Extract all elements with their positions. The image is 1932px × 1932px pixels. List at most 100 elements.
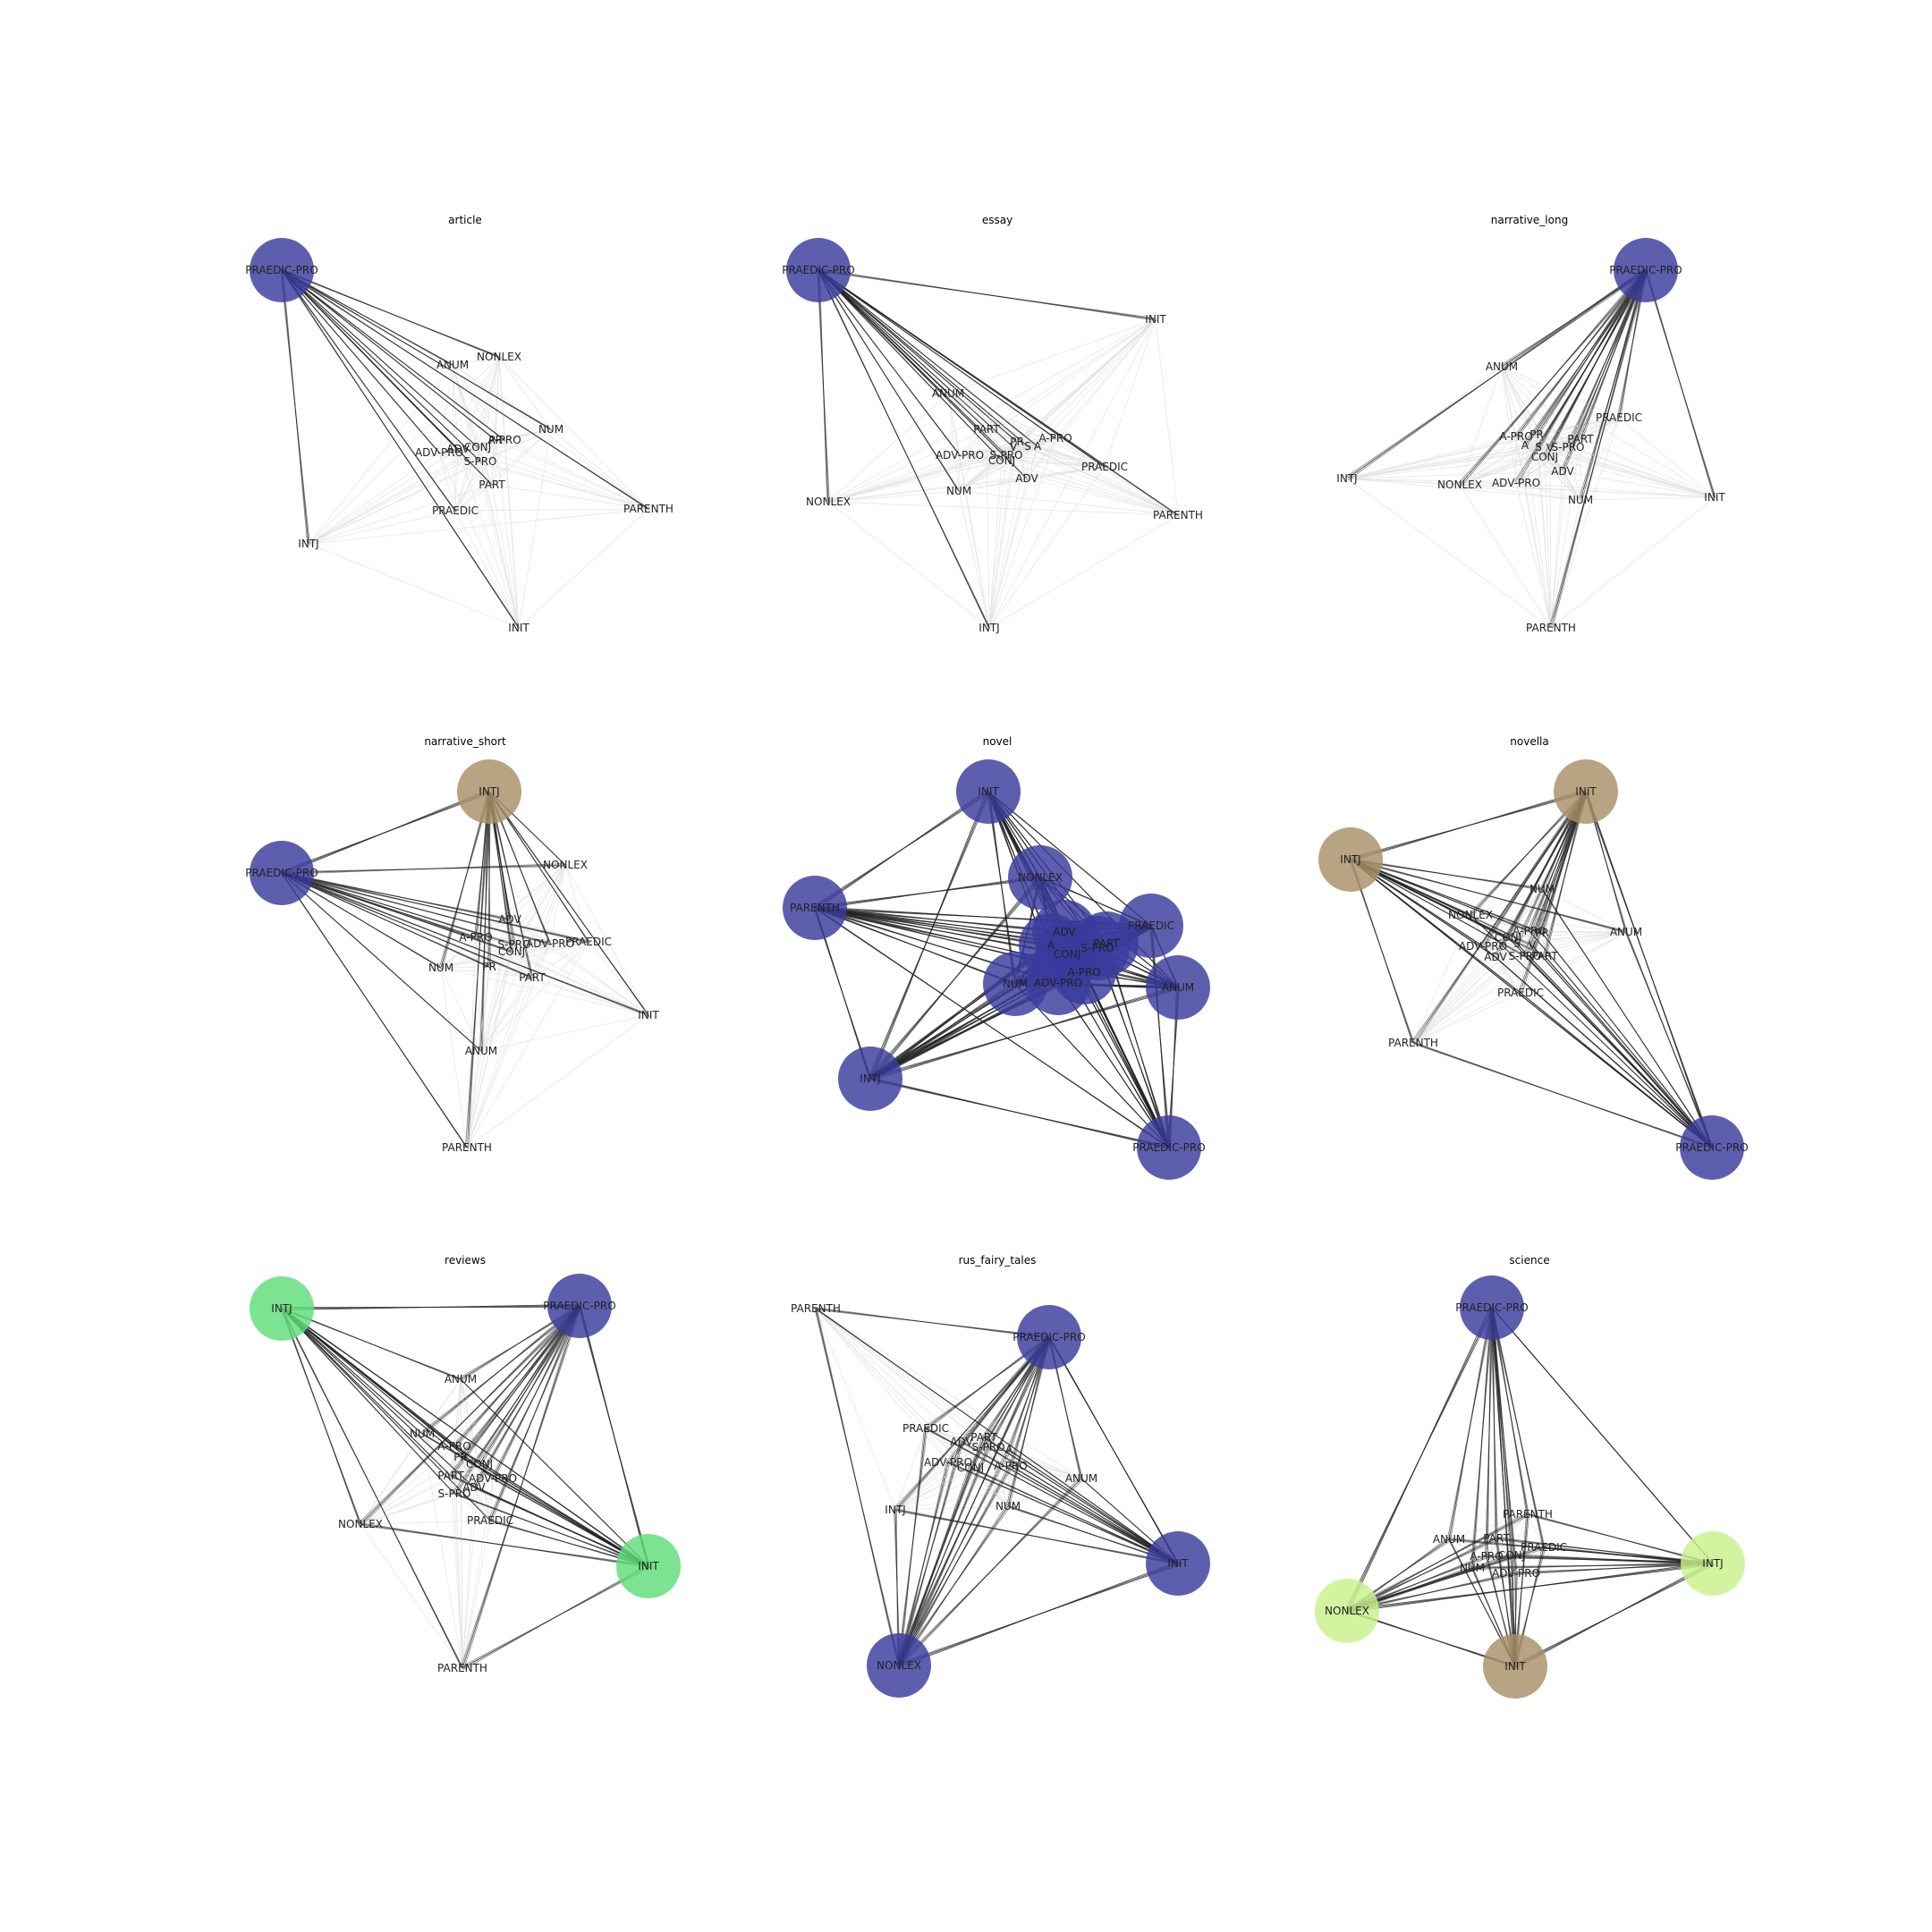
edge [819,271,958,490]
edge [1013,437,1056,448]
node-label-anum: ANUM [1610,926,1642,938]
node-label-anum: ANUM [465,1045,497,1057]
edge [1580,496,1716,501]
edge [947,393,1014,448]
edge [947,393,1056,439]
edge [453,1493,491,1521]
edge [986,318,1157,430]
edge [1550,446,1569,629]
edge [1516,888,1543,945]
node-circle-nonlex [1315,1579,1379,1643]
edge [489,1478,494,1521]
edge [509,864,566,920]
edge [513,941,589,945]
node-label-num: NUM [996,1500,1021,1513]
edge [894,1338,1051,1509]
edge [452,364,505,441]
node-circle-intj [250,1276,314,1341]
node-label-praedic-pro: PRAEDIC-PRO [543,1300,615,1312]
edge [452,356,500,366]
edge [1352,860,1544,955]
edge [1459,434,1538,486]
edge [1515,482,1581,501]
edge [440,967,468,1148]
edge [454,439,496,512]
edge [819,271,988,627]
edge [449,1307,581,1475]
edge [1026,318,1157,479]
node-label-adv: ADV [1053,926,1076,938]
edge [1541,931,1627,934]
edge [438,452,649,510]
node-label-init: INIT [1145,313,1166,326]
node-label-pr: PR [488,434,503,446]
panel-title: reviews [445,1254,486,1267]
edge [827,454,1007,503]
edge [1412,914,1471,1044]
edge [421,1433,475,1488]
edge [488,864,566,968]
node-label-num: NUM [428,962,453,974]
edge [359,1307,581,1523]
node-label-praedic: PRAEDIC [1128,919,1174,932]
edge [1523,954,1714,1149]
edge [814,1307,901,1667]
edge [947,393,1106,468]
edge [308,356,500,545]
edges [814,1307,1180,1667]
node-label-adv-pro: ADV-PRO [1492,477,1540,489]
edge [454,448,459,512]
node-label-anum: ANUM [932,387,964,400]
edge [488,966,649,1016]
edge [959,454,1179,516]
edge [450,1475,494,1479]
edge [894,1462,949,1511]
edge [283,271,648,508]
edge [959,454,1028,479]
edge [1459,445,1526,486]
edge [988,445,1029,629]
edge [1485,1309,1494,1555]
edge [1346,478,1552,629]
edge [477,439,505,448]
node-label-init: INIT [1504,1660,1526,1673]
edge [283,863,564,875]
node-label-anum: ANUM [1065,1472,1097,1485]
edge [531,864,566,979]
edge [1352,860,1625,931]
edge [491,439,496,486]
edge [1543,954,1714,1149]
node-label-adv: ADV [446,443,470,455]
edge [462,1463,480,1669]
edge [1016,441,1028,479]
edge [1352,860,1412,1042]
edge [1459,470,1563,486]
edge [453,1307,581,1493]
edge [827,318,1157,503]
node-label-a-pro: A-PRO [1513,925,1546,937]
edge [819,271,1026,478]
edge [1550,417,1620,629]
edge [819,271,1177,514]
node-label-conj: CONJ [1531,451,1558,463]
node-label-conj: CONJ [988,454,1015,467]
node-label-conj: CONJ [464,441,491,453]
edge [894,1441,962,1511]
edge [1482,931,1627,947]
node-label-adv: ADV [950,1436,973,1448]
edge [958,490,990,629]
edge [283,1309,460,1456]
edge [1519,792,1588,992]
edge [1013,982,1171,1149]
edge [1562,438,1581,472]
edge [1482,945,1521,994]
edge [1515,942,1714,1149]
edge [462,1478,494,1669]
edge [459,1377,650,1568]
panel-title: rus_fairy_tales [959,1254,1037,1267]
node-circle-init [1483,1634,1547,1699]
edges [817,268,1180,630]
edge [1348,1562,1712,1613]
